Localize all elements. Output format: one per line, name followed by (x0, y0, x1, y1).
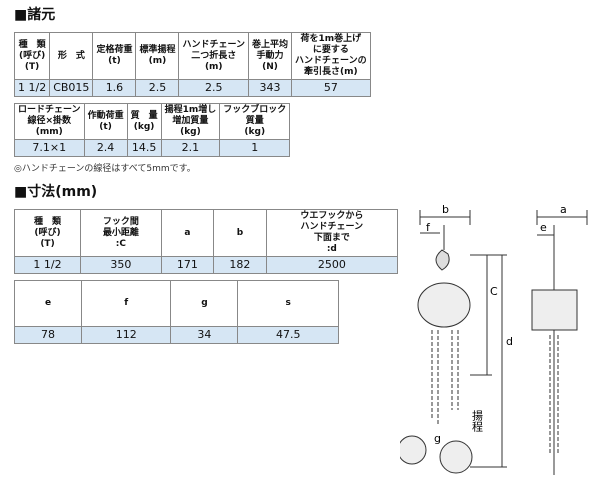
cell-value: 57 (291, 79, 371, 97)
label-lift: 揚程 (471, 410, 484, 433)
cell-value: 47.5 (237, 326, 339, 344)
chain-note: ◎ハンドチェーンの線径はすべて5mmです。 (14, 164, 196, 174)
cell-value: 343 (248, 79, 293, 97)
column-header: a (160, 209, 215, 257)
column-header: 巻上平均 手動力 (N) (248, 32, 293, 80)
label-f: f (426, 221, 431, 234)
column-header: f (81, 280, 172, 327)
column-header: ウエフックから ハンドチェーン 下面まで :d (265, 209, 399, 257)
label-c: C (490, 285, 498, 298)
spec-table-2: ロードチェーン 線径×掛数 (mm)作動荷重 (t)質 量 (kg)揚程1m増し… (14, 103, 291, 157)
header-row: 種 類 (呼び) (T)形 式定格荷重 (t)標準揚程 (m)ハンドチェーン 二… (13, 32, 371, 80)
label-g: g (434, 432, 441, 445)
cell-value: 350 (80, 256, 162, 274)
column-header: 荷を1m巻上げ に要する ハンドチェーンの 牽引長さ(m) (291, 32, 371, 80)
column-header: 標準揚程 (m) (135, 32, 180, 80)
label-d: d (506, 335, 513, 348)
cell-value: 2.5 (178, 79, 250, 97)
column-header: 揚程1m増し 増加質量 (kg) (160, 103, 221, 140)
column-header: 種 類 (呼び) (T) (13, 209, 82, 257)
column-header: e (13, 280, 83, 327)
column-header: b (213, 209, 267, 257)
cell-value: 182 (213, 256, 267, 274)
cell-value: 2.4 (83, 139, 128, 157)
column-header: g (170, 280, 239, 327)
chain-block-diagram: b f C d 揚程 g a e (400, 203, 588, 475)
column-header: フックブロック 質量 (kg) (219, 103, 291, 140)
column-header: フック間 最小距離 :C (80, 209, 162, 257)
column-header: ロードチェーン 線径×掛数 (mm) (14, 103, 85, 140)
label-a: a (560, 203, 567, 216)
label-b: b (442, 203, 449, 216)
cell-value: 14.5 (126, 139, 162, 157)
column-header: 作動荷重 (t) (83, 103, 128, 140)
cell-value: CB015 (49, 79, 94, 97)
label-e: e (540, 221, 547, 234)
column-header: 定格荷重 (t) (92, 32, 137, 80)
spec-table-1: 種 類 (呼び) (T)形 式定格荷重 (t)標準揚程 (m)ハンドチェーン 二… (13, 32, 371, 97)
cell-value: 2500 (265, 256, 399, 274)
cell-value: 1.6 (92, 79, 137, 97)
column-header: 質 量 (kg) (126, 103, 162, 140)
cell-value: 1 1/2 (13, 79, 51, 97)
column-header: s (237, 280, 339, 327)
spec-title: ■諸元 (14, 7, 56, 23)
cell-value: 2.5 (135, 79, 180, 97)
dims-title: ■寸法(mm) (14, 184, 98, 200)
cell-value: 7.1×1 (14, 139, 85, 157)
cell-value: 171 (160, 256, 215, 274)
column-header: 種 類 (呼び) (T) (13, 32, 51, 80)
header-row: ロードチェーン 線径×掛数 (mm)作動荷重 (t)質 量 (kg)揚程1m増し… (14, 103, 291, 140)
tables-column: ■諸元 種 類 (呼び) (T)形 式定格荷重 (t)標準揚程 (m)ハンドチェ… (13, 6, 400, 350)
cell-value: 112 (81, 326, 172, 344)
cell-value: 78 (13, 326, 83, 344)
column-header: ハンドチェーン 二つ折長さ (m) (178, 32, 250, 80)
cell-value: 2.1 (160, 139, 221, 157)
cell-value: 1 (219, 139, 291, 157)
cell-value: 1 1/2 (13, 256, 82, 274)
column-header: 形 式 (49, 32, 94, 80)
cell-value: 34 (170, 326, 239, 344)
